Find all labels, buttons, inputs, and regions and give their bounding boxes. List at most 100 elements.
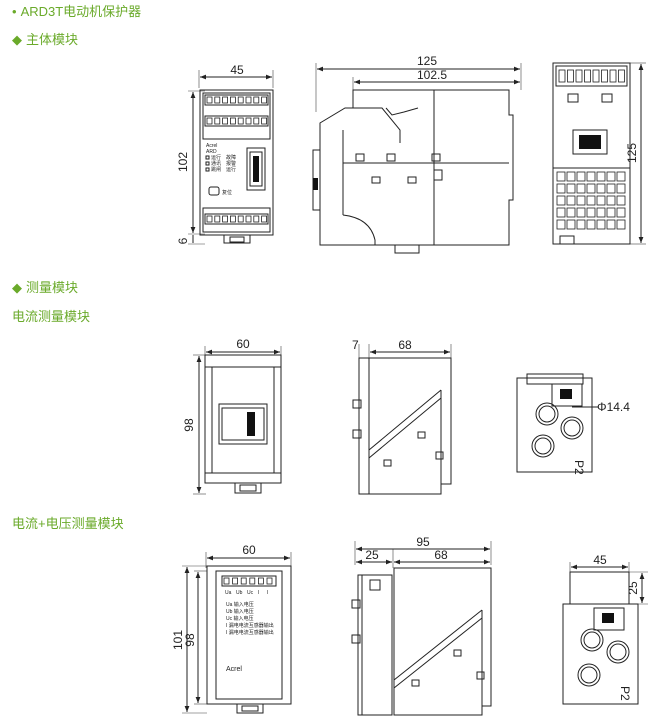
grid-cell — [576, 207, 586, 218]
dim-width-68: 68 — [398, 338, 412, 352]
terminal-screw — [618, 69, 625, 83]
terminal-screw — [223, 577, 230, 585]
terminal-screw — [206, 117, 213, 125]
current-side-view: 7 68 — [352, 338, 452, 495]
current-end-view: Φ14.4 P2 — [516, 373, 630, 475]
main-module-heading: ◆主体模块 — [12, 32, 79, 47]
terminal-screw — [229, 96, 236, 104]
grid-cell — [566, 207, 576, 218]
grid-cell — [556, 183, 566, 194]
grid-cell — [596, 183, 606, 194]
grid-cell — [566, 183, 576, 194]
terminal-screw — [592, 69, 600, 83]
main-end-view: 125 — [552, 62, 646, 245]
terminal-screw — [245, 96, 252, 104]
cv-side-view: 95 25 68 — [351, 535, 492, 716]
main-indicators: 运行 故障 通讯 报警 跳闸 运行 — [205, 154, 236, 173]
dim-inner-98: 98 — [183, 633, 197, 647]
dim-height-25: 25 — [626, 581, 640, 595]
svg-text:跳闸: 跳闸 — [211, 166, 221, 173]
svg-text:I: I — [267, 590, 268, 596]
terminal-screw — [229, 215, 236, 223]
terminal-screw — [609, 69, 617, 83]
svg-text:运行: 运行 — [211, 154, 221, 161]
grid-cell — [616, 219, 626, 230]
terminal-screw — [237, 117, 244, 125]
main-terminal-row-top — [204, 94, 269, 127]
dim-bottom-6: 6 — [176, 237, 190, 244]
terminal-screw — [214, 96, 221, 104]
svg-text:Uc 输入电压: Uc 输入电压 — [226, 615, 254, 622]
terminal-screw — [558, 69, 566, 83]
dim-width-60: 60 — [236, 337, 250, 351]
terminal-screw — [245, 215, 252, 223]
terminal-screw — [206, 215, 213, 223]
terminal-screw — [261, 215, 268, 223]
cv-brand: Acrel — [226, 666, 242, 673]
grid-cell — [556, 207, 566, 218]
diamond-icon: ◆ — [12, 280, 22, 295]
grid-cell — [586, 195, 596, 206]
dim-hole-diameter: Φ14.4 — [597, 400, 630, 414]
terminal-screw — [222, 117, 229, 125]
main-terminal-screws — [206, 96, 268, 125]
terminal-screw — [214, 215, 221, 223]
dim-height-125: 125 — [625, 143, 639, 163]
dim-total-125: 125 — [417, 54, 437, 68]
grid-cell — [606, 195, 616, 206]
terminal-screw — [222, 215, 229, 223]
grid-cell — [586, 207, 596, 218]
grid-cell — [616, 183, 626, 194]
terminal-screw — [253, 215, 260, 223]
cv-terminal-labels: Ua Ub Uc I I — [225, 590, 268, 596]
grid-cell — [566, 219, 576, 230]
svg-text:Ua 输入电压: Ua 输入电压 — [226, 601, 254, 608]
diamond-icon: ◆ — [12, 32, 22, 47]
terminal-screw — [567, 69, 574, 83]
cv-measure-heading: 电流+电压测量模块 — [12, 516, 124, 531]
grid-cell — [596, 207, 606, 218]
reset-label: 复位 — [222, 189, 232, 196]
grid-cell — [616, 171, 626, 182]
product-title: •ARD3T电动机保护器 — [12, 4, 142, 19]
reset-button — [208, 186, 220, 196]
dim-height-98: 98 — [182, 418, 196, 432]
grid-cell — [596, 219, 606, 230]
grid-cell — [616, 195, 626, 206]
main-side-view: 125 102.5 — [312, 54, 522, 254]
grid-cell — [566, 171, 576, 182]
grid-cell — [606, 207, 616, 218]
grid-cell — [576, 183, 586, 194]
dim-width-45: 45 — [230, 63, 244, 77]
dim-width-45: 45 — [593, 553, 607, 567]
dim-total-95: 95 — [416, 535, 430, 549]
svg-text:I: I — [258, 590, 259, 596]
dim-outer-101: 101 — [171, 630, 185, 650]
svg-text:故障: 故障 — [226, 154, 236, 161]
svg-text:运行: 运行 — [226, 166, 236, 173]
dim-inner-102-5: 102.5 — [417, 68, 447, 82]
cv-front-view: 60 101 98 Ua Ub Uc I I Ua 输入电压 Ub 输入电压 U… — [171, 543, 292, 714]
grid-cell — [556, 219, 566, 230]
svg-text:报警: 报警 — [226, 160, 236, 167]
terminal-screw — [237, 215, 244, 223]
end-grid — [556, 171, 626, 230]
terminal-screw — [237, 96, 244, 104]
terminal-screw — [253, 96, 260, 104]
terminal-screw — [601, 69, 608, 83]
terminal-screw — [261, 117, 268, 125]
grid-cell — [556, 171, 566, 182]
grid-cell — [556, 195, 566, 206]
terminal-screw — [584, 69, 591, 83]
terminal-screw — [232, 577, 239, 585]
svg-text:通讯: 通讯 — [211, 160, 221, 167]
main-front-connector — [246, 147, 266, 191]
svg-text:Ub 输入电压: Ub 输入电压 — [226, 608, 254, 615]
terminal-screw — [229, 117, 236, 125]
main-terminal-screws-bottom — [206, 215, 268, 223]
svg-text:Ub: Ub — [236, 590, 243, 596]
terminal-screw — [214, 117, 221, 125]
measure-module-heading: ◆测量模块 — [12, 280, 79, 295]
grid-cell — [586, 219, 596, 230]
grid-cell — [576, 219, 586, 230]
